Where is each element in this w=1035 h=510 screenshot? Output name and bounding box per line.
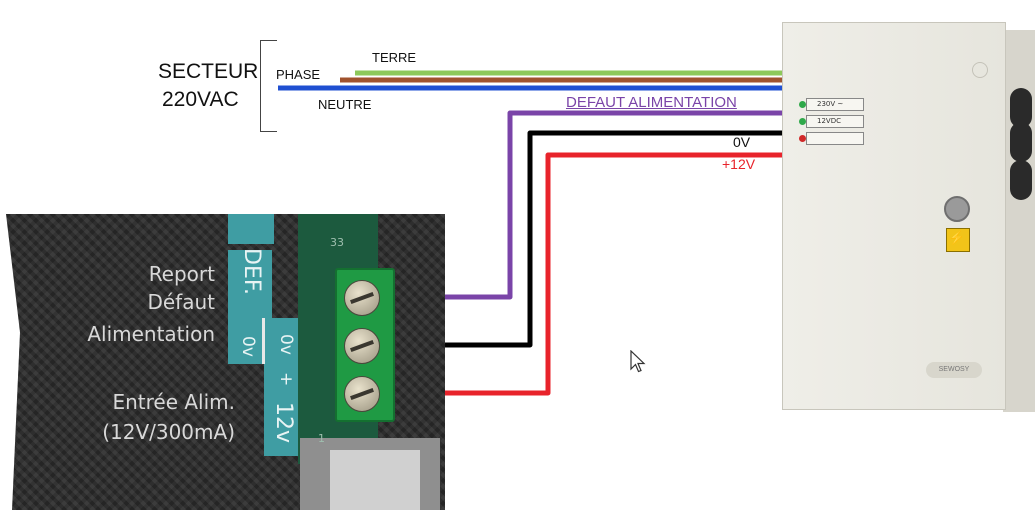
zero-volt-wire xyxy=(382,130,790,348)
defaut-wire xyxy=(382,110,790,300)
board-teal-panel-power xyxy=(264,318,300,456)
mains-title-line2: 220VAC xyxy=(162,88,239,111)
cursor-icon xyxy=(630,350,646,373)
mains-bracket xyxy=(260,40,277,132)
phase-label: PHASE xyxy=(276,67,321,82)
plus-12v-wire xyxy=(382,152,790,396)
cable-gland-icon xyxy=(1010,160,1032,200)
screw-icon xyxy=(972,62,988,78)
defaut-label: Défaut xyxy=(147,290,215,314)
board-teal-panel-top xyxy=(228,214,274,244)
enclosure-edge-light xyxy=(330,450,420,510)
green-led-icon xyxy=(799,118,806,125)
red-led-icon xyxy=(799,135,806,142)
plus-12v-label: +12V xyxy=(722,156,756,172)
terminal-screw-icon xyxy=(344,328,380,364)
brand-logo: SEWOSY xyxy=(926,362,982,378)
board-teal-panel-0v xyxy=(228,322,262,364)
screw-slot xyxy=(350,292,374,304)
lock-icon xyxy=(944,196,970,222)
board-teal-panel-def xyxy=(228,250,272,328)
screw-slot xyxy=(350,340,374,352)
terminal-screw-icon xyxy=(344,376,380,412)
led-label-12vdc: 12VDC xyxy=(806,115,864,128)
def-marker: DEF. xyxy=(239,248,264,295)
pcb-label-33: 33 xyxy=(330,236,344,249)
alimentation-label: Alimentation xyxy=(87,322,215,346)
zero-volt-marker-left: 0v xyxy=(238,336,258,357)
board-separator xyxy=(262,318,265,364)
led-label-230v: 230V ~ xyxy=(806,98,864,111)
terre-label: TERRE xyxy=(372,50,417,65)
mains-title-line1: SECTEUR xyxy=(158,60,259,83)
defaut-alimentation-label: DEFAUT ALIMENTATION xyxy=(566,94,737,111)
plus-marker: + xyxy=(276,372,296,387)
cable-gland-icon xyxy=(1010,122,1032,162)
zero-volt-marker-right: 0v xyxy=(276,334,296,355)
entree-rating-label: (12V/300mA) xyxy=(102,420,235,444)
twelve-volt-marker: 12v xyxy=(271,402,296,444)
cable-gland-icon xyxy=(1010,88,1032,128)
terminal-screw-icon xyxy=(344,280,380,316)
power-supply-box xyxy=(782,22,1006,410)
pcb-label-1: 1 xyxy=(318,432,325,445)
warning-symbol: ⚡ xyxy=(948,230,966,245)
zero-volt-label: 0V xyxy=(733,134,751,150)
green-led-icon xyxy=(799,101,806,108)
entree-alim-label: Entrée Alim. xyxy=(112,390,235,414)
warning-icon xyxy=(946,228,970,252)
led-label-fault xyxy=(806,132,864,145)
report-label: Report xyxy=(148,262,215,286)
screw-slot xyxy=(350,388,374,400)
neutre-label: NEUTRE xyxy=(318,97,372,112)
